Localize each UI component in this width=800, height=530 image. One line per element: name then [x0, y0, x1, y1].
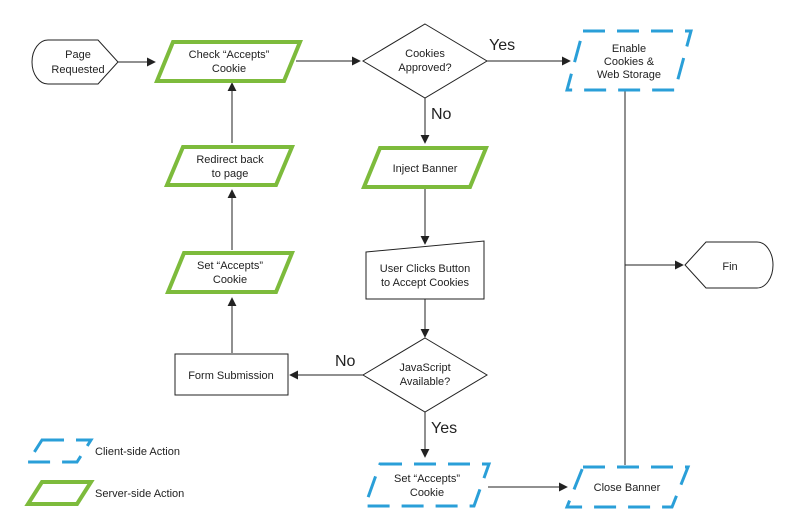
- node-enable-storage-line-2: Cookies &: [604, 56, 655, 68]
- node-set-cookie-server-line-2: Cookie: [213, 274, 247, 286]
- node-enable-storage-line-1: Enable: [612, 43, 646, 55]
- edge-label-approved-no: No: [431, 106, 452, 123]
- node-form-submission-label: Form Submission: [188, 370, 274, 382]
- node-set-cookie-client-line-1: Set “Accepts”: [394, 473, 460, 485]
- node-enable-cookies-storage: Enable Cookies & Web Storage: [565, 29, 693, 92]
- node-close-banner-label: Close Banner: [594, 482, 661, 494]
- node-check-cookie-line-2: Cookie: [212, 63, 246, 75]
- node-enable-storage-line-3: Web Storage: [597, 69, 661, 81]
- node-set-accepts-cookie-client: Set “Accepts” Cookie: [362, 462, 492, 508]
- node-check-cookie-line-1: Check “Accepts”: [189, 49, 270, 61]
- node-form-submission: Form Submission: [174, 353, 289, 396]
- edge-label-approved-yes: Yes: [489, 37, 515, 54]
- legend-server-swatch: [24, 480, 95, 506]
- node-cookies-approved: Cookies Approved?: [362, 23, 488, 99]
- legend-client-label: Client-side Action: [95, 446, 180, 458]
- edges: [118, 56, 684, 492]
- node-set-accepts-cookie-server: Set “Accepts” Cookie: [165, 251, 295, 294]
- node-js-available-line-2: Available?: [400, 376, 451, 388]
- node-redirect-back: Redirect back to page: [163, 145, 296, 187]
- node-page-requested-line-1: Page: [65, 49, 91, 61]
- node-user-clicks-line-2: to Accept Cookies: [381, 277, 470, 289]
- legend-client-swatch: [25, 438, 94, 464]
- legend-server-label: Server-side Action: [95, 488, 184, 500]
- node-inject-banner-label: Inject Banner: [393, 163, 458, 175]
- node-redirect-back-line-1: Redirect back: [196, 154, 264, 166]
- node-set-cookie-client-line-2: Cookie: [410, 487, 444, 499]
- edge-label-js-no: No: [335, 353, 356, 370]
- legend: Client-side Action Server-side Action: [24, 438, 184, 506]
- node-page-requested: Page Requested: [31, 39, 119, 85]
- node-fin: Fin: [684, 241, 774, 289]
- node-js-available-line-1: JavaScript: [399, 362, 450, 374]
- node-cookies-approved-line-2: Approved?: [398, 62, 451, 74]
- node-user-clicks-line-1: User Clicks Button: [380, 263, 470, 275]
- node-close-banner: Close Banner: [564, 465, 691, 509]
- node-set-cookie-server-line-1: Set “Accepts”: [197, 260, 263, 272]
- node-user-clicks-button: User Clicks Button to Accept Cookies: [365, 240, 485, 300]
- node-check-accepts-cookie: Check “Accepts” Cookie: [154, 40, 303, 83]
- node-javascript-available: JavaScript Available?: [362, 337, 488, 413]
- node-inject-banner: Inject Banner: [361, 146, 489, 189]
- edge-label-js-yes: Yes: [431, 420, 457, 437]
- node-page-requested-line-2: Requested: [51, 64, 104, 76]
- node-fin-label: Fin: [722, 261, 737, 273]
- node-redirect-back-line-2: to page: [212, 168, 249, 180]
- node-cookies-approved-line-1: Cookies: [405, 48, 445, 60]
